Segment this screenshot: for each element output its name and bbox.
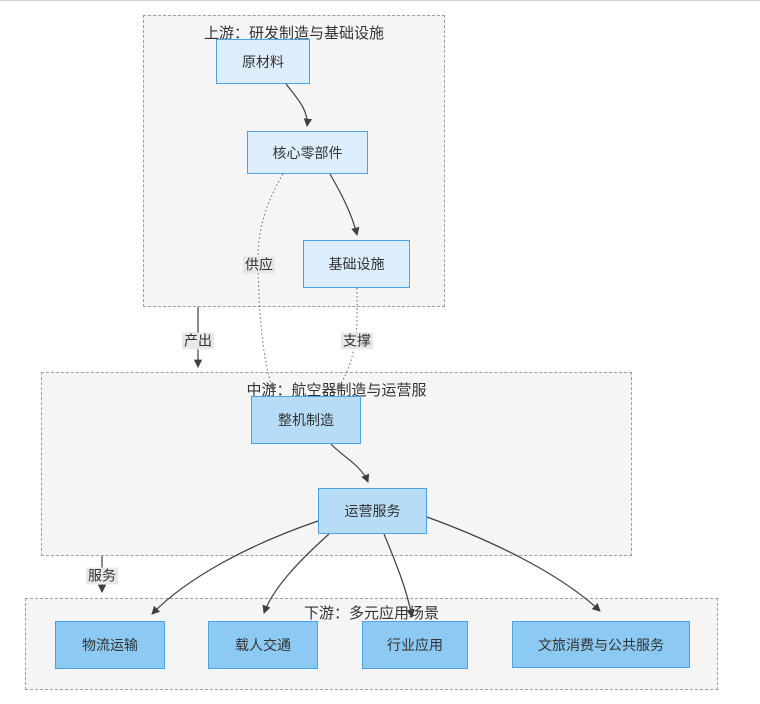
edge-rawmaterials-corecomponents — [285, 83, 313, 128]
node-passenger-transport: 载人交通 — [208, 621, 318, 669]
edge-label-supply: 供应 — [243, 256, 275, 274]
edge-label-service: 服务 — [86, 567, 118, 585]
node-core-components: 核心零部件 — [247, 131, 368, 174]
node-operation-services: 运营服务 — [318, 488, 427, 534]
edge-operations-tourism — [426, 516, 601, 612]
node-raw-materials: 原材料 — [216, 39, 310, 84]
node-industry-applications: 行业应用 — [362, 621, 468, 669]
edge-support-dotted — [336, 287, 358, 391]
edge-operations-industry — [383, 533, 415, 619]
container-midstream-title: 中游：航空器制造与运营服 — [246, 382, 427, 399]
node-tourism-public-services: 文旅消费与公共服务 — [512, 621, 690, 668]
node-infrastructure: 基础设施 — [303, 240, 410, 288]
node-logistics-transport: 物流运输 — [55, 621, 165, 669]
edge-operations-passenger — [262, 533, 330, 614]
edge-operations-logistics — [151, 520, 319, 615]
edge-manufacturing-operations — [330, 443, 370, 483]
edge-label-support: 支撑 — [341, 332, 373, 350]
node-aircraft-manufacturing: 整机制造 — [251, 396, 361, 444]
container-downstream-title: 下游：多元应用场景 — [303, 605, 439, 622]
edge-supply-dotted — [257, 173, 284, 391]
edge-corecomponents-infrastructure — [329, 173, 360, 237]
container-upstream-title: 上游：研发制造与基础设施 — [203, 25, 384, 42]
edge-label-output: 产出 — [182, 332, 214, 350]
